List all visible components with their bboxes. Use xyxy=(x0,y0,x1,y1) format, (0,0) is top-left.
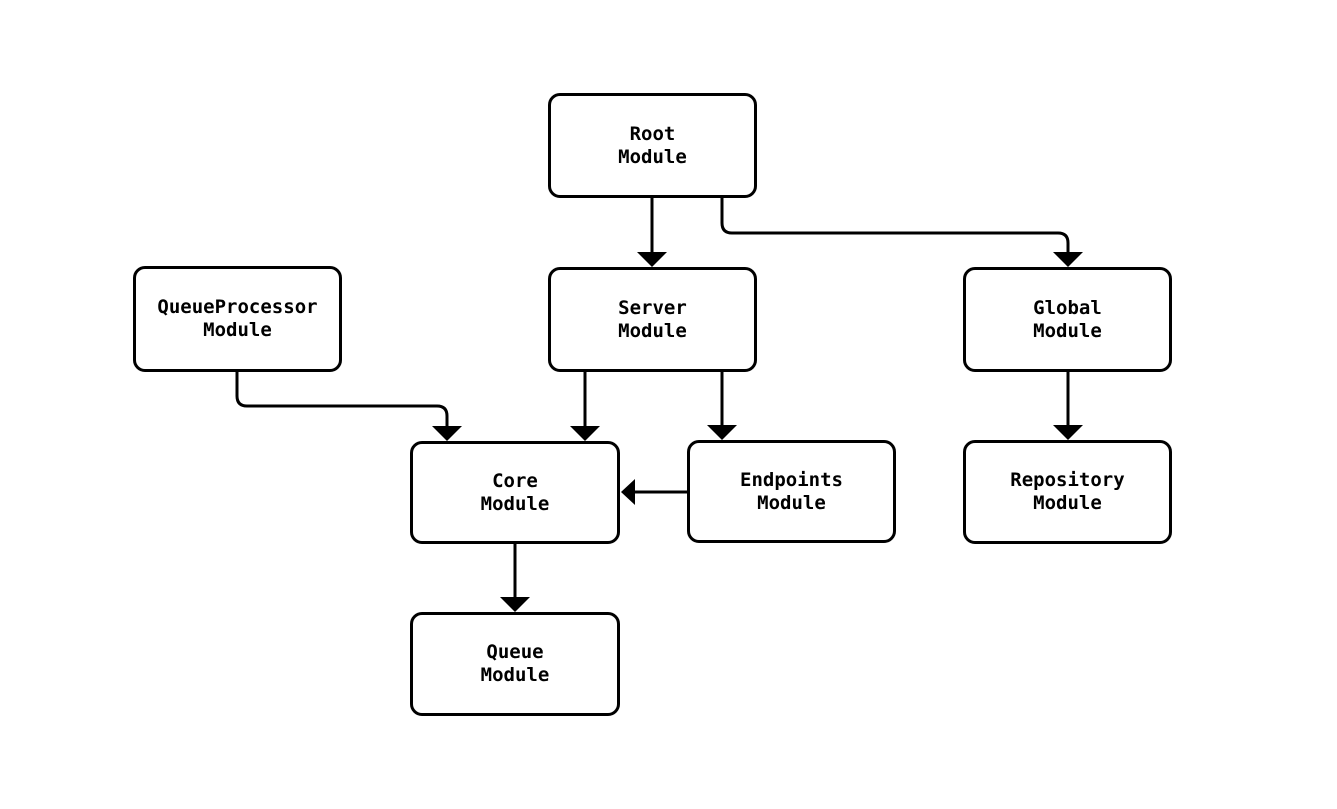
node-global-module-label-line2: Module xyxy=(1033,319,1102,342)
node-repository-module: Repository Module xyxy=(963,440,1172,544)
node-server-module: Server Module xyxy=(548,267,757,372)
edge-server-to-endpoints-arrowhead xyxy=(707,425,737,440)
node-core-module-label-line1: Core xyxy=(492,469,538,492)
node-endpoints-module-label-line1: Endpoints xyxy=(740,468,843,491)
node-server-module-label-line2: Module xyxy=(618,319,687,342)
node-endpoints-module: Endpoints Module xyxy=(687,440,896,543)
node-queueprocessor-module: QueueProcessor Module xyxy=(133,266,342,372)
edge-queueprocessor-to-core xyxy=(235,372,449,427)
node-queue-module: Queue Module xyxy=(410,612,620,716)
node-core-module-label-line2: Module xyxy=(480,492,550,515)
edge-root-to-global xyxy=(720,198,1070,252)
node-queue-module-label-line2: Module xyxy=(480,664,550,686)
node-endpoints-module-label-line2: Module xyxy=(757,491,826,514)
node-global-module-label-line1: Global xyxy=(1033,296,1102,319)
node-queueprocessor-module-label-line1: QueueProcessor xyxy=(157,296,318,318)
node-root-module-label-line2: Module xyxy=(618,145,687,168)
node-root-module-label-line1: Root xyxy=(629,122,676,145)
edge-endpoints-to-core-arrowhead xyxy=(621,479,635,505)
node-queue-module-label-line1: Queue xyxy=(486,641,544,663)
node-server-module-label-line1: Server xyxy=(618,296,687,319)
node-global-module: Global Module xyxy=(963,267,1172,372)
edge-root-to-server-arrowhead xyxy=(637,252,667,267)
node-queueprocessor-module-label-line2: Module xyxy=(203,319,272,341)
edge-root-to-global-arrowhead xyxy=(1053,252,1083,267)
edge-core-to-queue-arrowhead xyxy=(500,597,530,612)
edge-server-to-core-arrowhead xyxy=(570,426,600,441)
edge-queueprocessor-to-core-arrowhead xyxy=(432,426,462,441)
node-core-module: Core Module xyxy=(410,441,620,544)
node-root-module: Root Module xyxy=(548,93,757,198)
edge-global-to-repository-arrowhead xyxy=(1053,425,1083,440)
node-repository-module-label-line1: Repository xyxy=(1010,469,1125,491)
node-repository-module-label-line2: Module xyxy=(1033,492,1102,514)
